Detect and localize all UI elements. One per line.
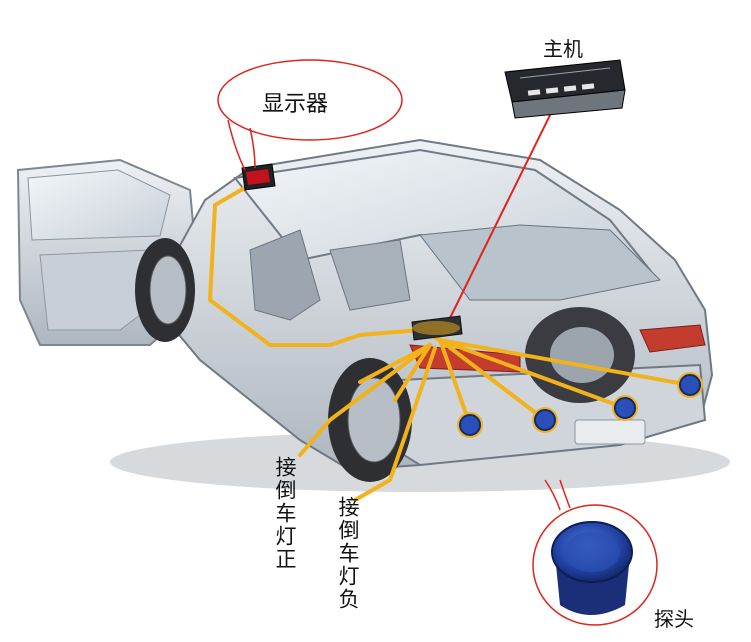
sensor-probe-icon (677, 372, 703, 398)
sensor-probe-icon (612, 395, 638, 421)
display-label: 显示器 (262, 92, 329, 117)
main-unit-label: 主机 (543, 37, 583, 61)
probe-label: 探头 (654, 607, 694, 631)
rear-window (419, 224, 662, 301)
main-unit-icon (504, 59, 626, 119)
tail-light (639, 324, 706, 353)
sensor-probe-icon (532, 407, 558, 433)
main-unit-pointer (449, 104, 556, 319)
rear-seat (329, 239, 411, 311)
reverse-light-positive-label: 接倒车灯正 (273, 456, 297, 571)
wiring-harness (208, 180, 692, 502)
sensor-probe-closeup-icon (551, 521, 633, 615)
probe-callout (532, 479, 658, 626)
license-plate (574, 419, 646, 445)
front-seat (249, 229, 321, 321)
spare-wheel (525, 307, 635, 403)
reverse-light-negative-label: 接倒车灯负 (336, 496, 360, 611)
main-unit-in-car-icon (411, 315, 463, 341)
sensor-probe-icon (457, 412, 483, 438)
door-window (27, 169, 171, 241)
front-wheel (135, 238, 195, 342)
display-unit-icon (241, 163, 276, 191)
display-callout (217, 59, 403, 171)
